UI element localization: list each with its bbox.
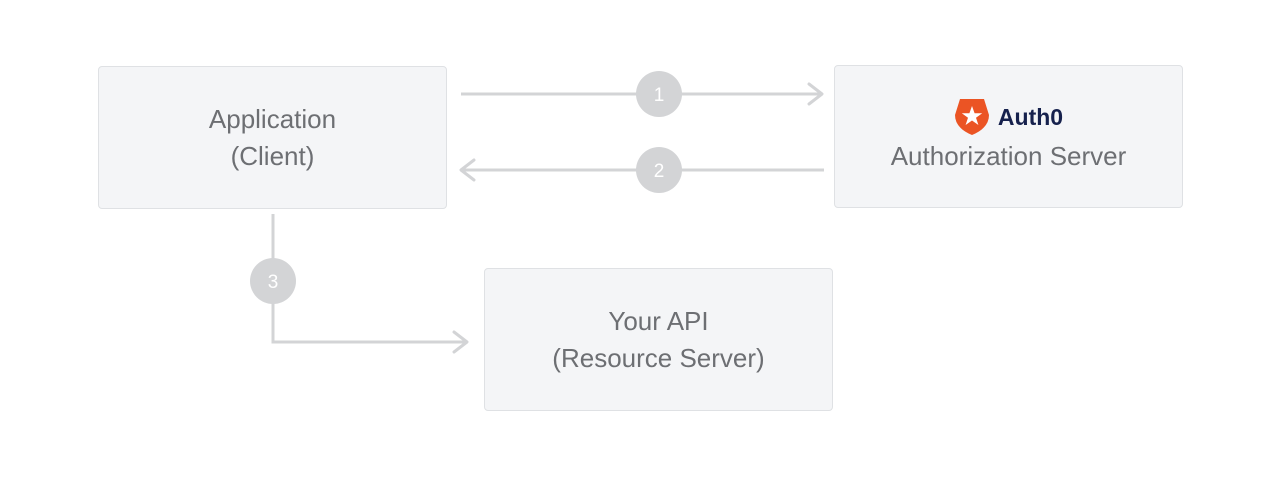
step-badge-1: 1: [636, 71, 682, 117]
application-subtitle: (Client): [230, 140, 315, 171]
step-number-3: 3: [268, 272, 279, 293]
arrow-api-call: [271, 214, 469, 354]
authorization-server-label: Authorization Server: [890, 141, 1127, 171]
application-title: Application: [208, 103, 337, 134]
auth0-brand: Auth0: [954, 98, 1063, 136]
authorization-server-box: Auth0 Authorization Server: [834, 65, 1183, 208]
resource-server-box: Your API (Resource Server): [484, 268, 833, 411]
step-number-2: 2: [654, 161, 665, 182]
step-badge-3: 3: [250, 258, 296, 304]
api-title: Your API: [608, 305, 709, 336]
api-subtitle: (Resource Server): [552, 342, 765, 373]
auth0-logo-icon: [954, 99, 989, 135]
auth0-brand-name: Auth0: [997, 104, 1064, 130]
step-badge-2: 2: [636, 147, 682, 193]
step-number-1: 1: [654, 85, 665, 106]
application-client-box: Application (Client): [98, 66, 447, 209]
